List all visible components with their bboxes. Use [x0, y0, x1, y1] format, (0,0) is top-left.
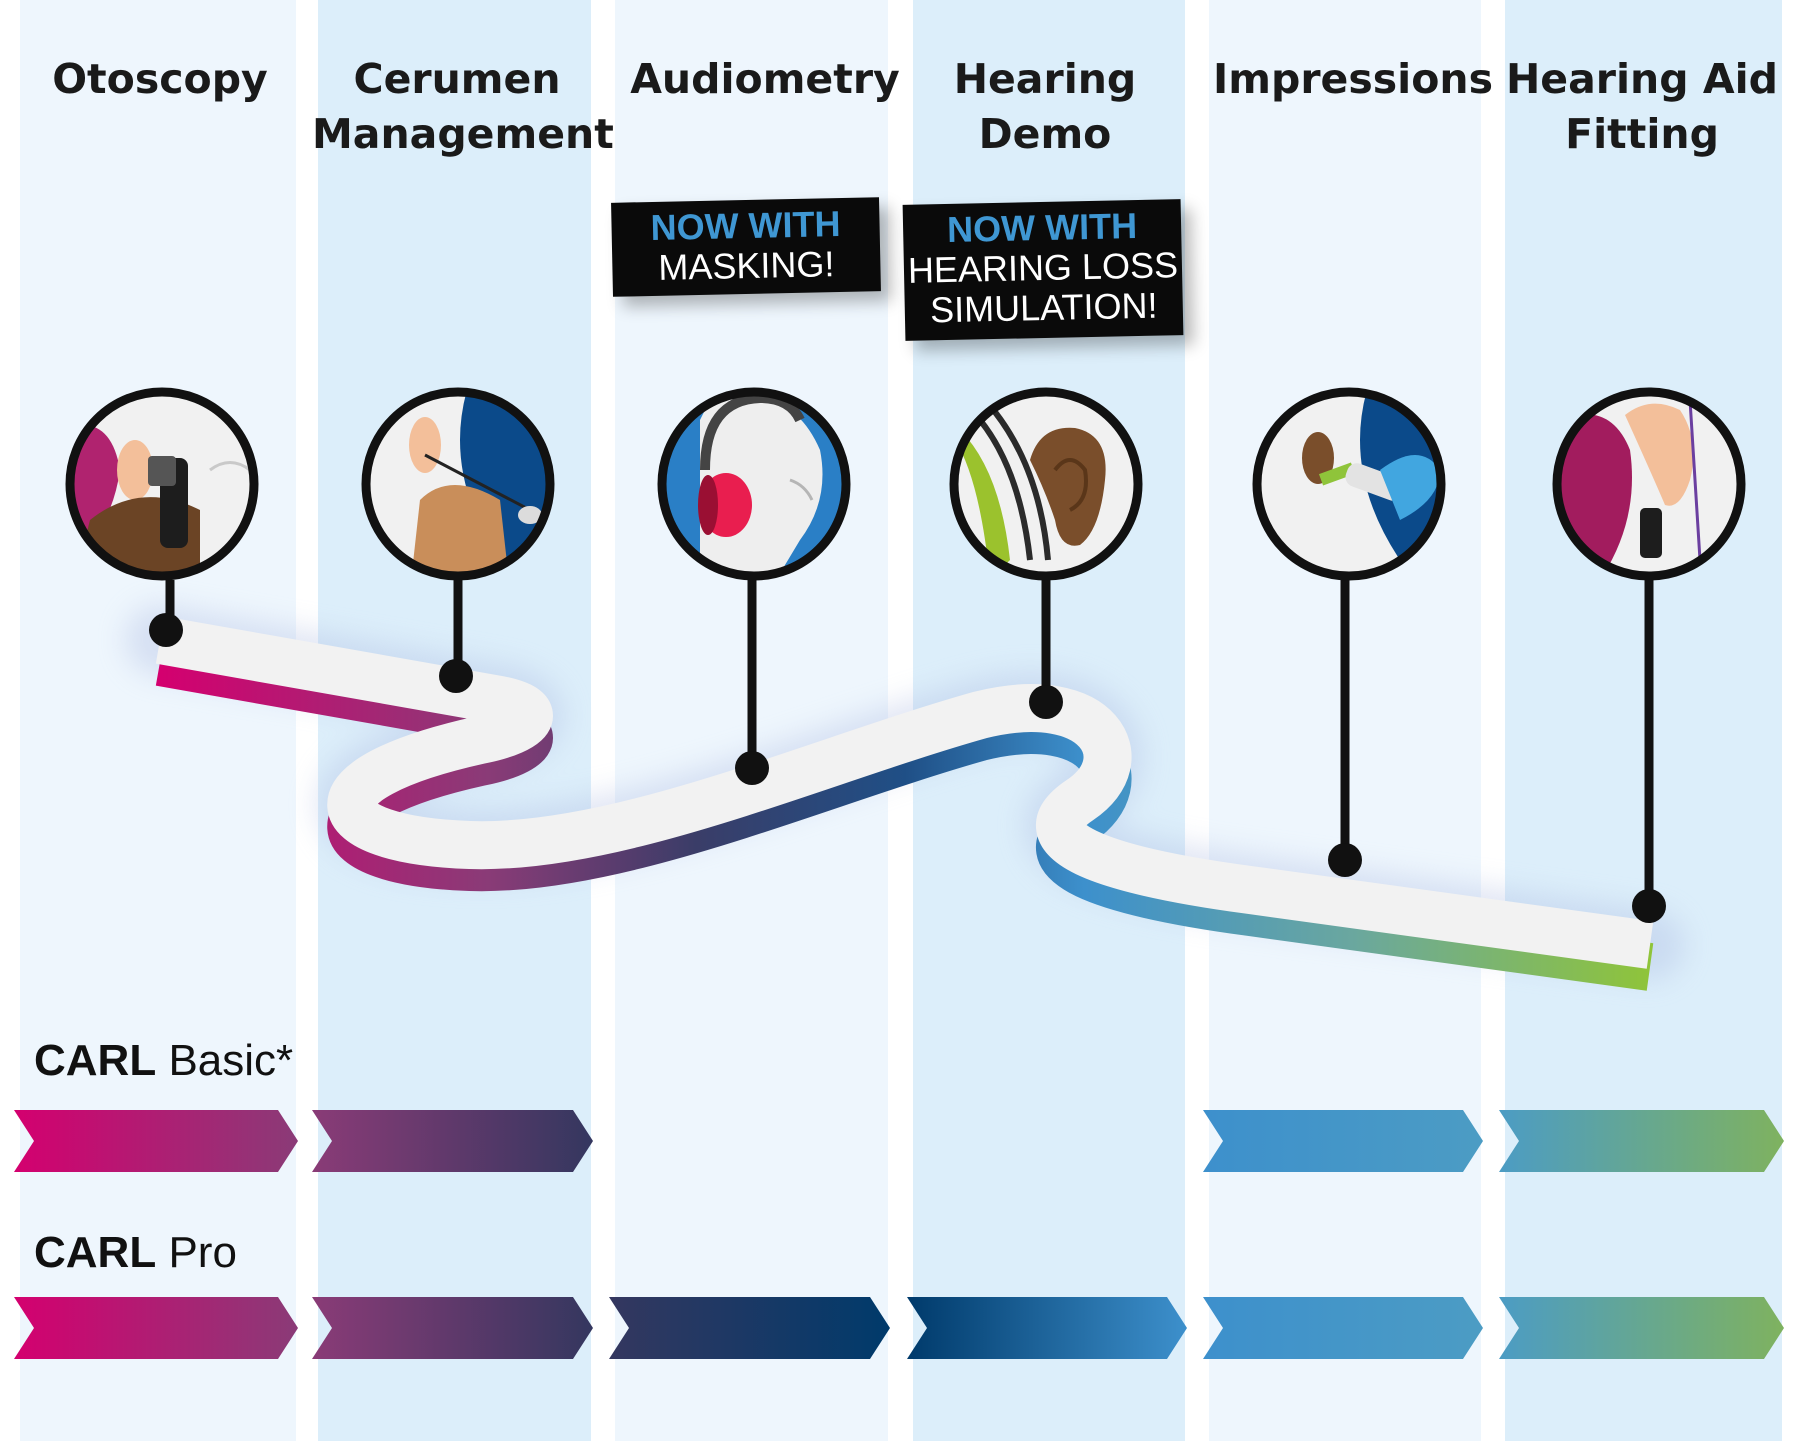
road-surface	[155, 616, 1654, 969]
callout-hearing-loss: NOW WITH HEARING LOSS SIMULATION!	[902, 199, 1184, 341]
tier-pro-arrow-otoscopy	[14, 1297, 298, 1359]
tier-basic-arrow-otoscopy	[14, 1110, 298, 1172]
ear-sound-waves-icon	[954, 392, 1138, 576]
tier-pro-arrow-cerumen	[312, 1297, 593, 1359]
tier-pro-arrow-fitting	[1499, 1297, 1784, 1359]
pin-demo	[949, 387, 1143, 719]
callout-hearing-loss-text: HEARING LOSS SIMULATION!	[907, 244, 1179, 331]
callout-masking: NOW WITH MASKING!	[611, 197, 881, 297]
tier-name-pro: Pro	[168, 1228, 237, 1277]
tier-label-basic: CARL Basic*	[34, 1036, 293, 1086]
stage-title-fitting: Hearing Aid Fitting	[1505, 55, 1778, 158]
tier-brand-pro: CARL	[34, 1228, 157, 1277]
pin-fitting	[1552, 387, 1746, 923]
stage-column-fitting	[1505, 0, 1782, 1441]
stage-title-demo: Hearing Demo	[953, 55, 1137, 158]
tier-pro-arrow-demo	[907, 1297, 1187, 1359]
callout-masking-text: MASKING!	[657, 243, 835, 288]
tier-basic-arrow-cerumen	[312, 1110, 593, 1172]
headphones-head-icon	[662, 392, 846, 576]
tier-pro-arrow-impressions	[1203, 1297, 1483, 1359]
callout-masking-lead: NOW WITH	[650, 203, 841, 248]
stage-title-audiometry: Audiometry	[630, 55, 900, 103]
tier-label-pro: CARL Pro	[34, 1228, 237, 1278]
pin-impressions	[1252, 387, 1446, 877]
stage-title-cerumen: Cerumen Management	[312, 55, 614, 158]
tier-basic-arrow-fitting	[1499, 1110, 1784, 1172]
tier-brand-basic: CARL	[34, 1036, 157, 1085]
stage-title-otoscopy: Otoscopy	[52, 55, 268, 103]
ear-impression-syringe-icon	[1257, 392, 1441, 576]
tier-name-basic: Basic*	[168, 1036, 294, 1085]
tier-pro-arrow-audiometry	[609, 1297, 890, 1359]
pin-audiometry	[657, 387, 851, 785]
tier-basic-arrow-impressions	[1203, 1110, 1483, 1172]
stage-column-otoscopy	[20, 0, 296, 1441]
stage-title-impressions: Impressions	[1213, 55, 1493, 103]
